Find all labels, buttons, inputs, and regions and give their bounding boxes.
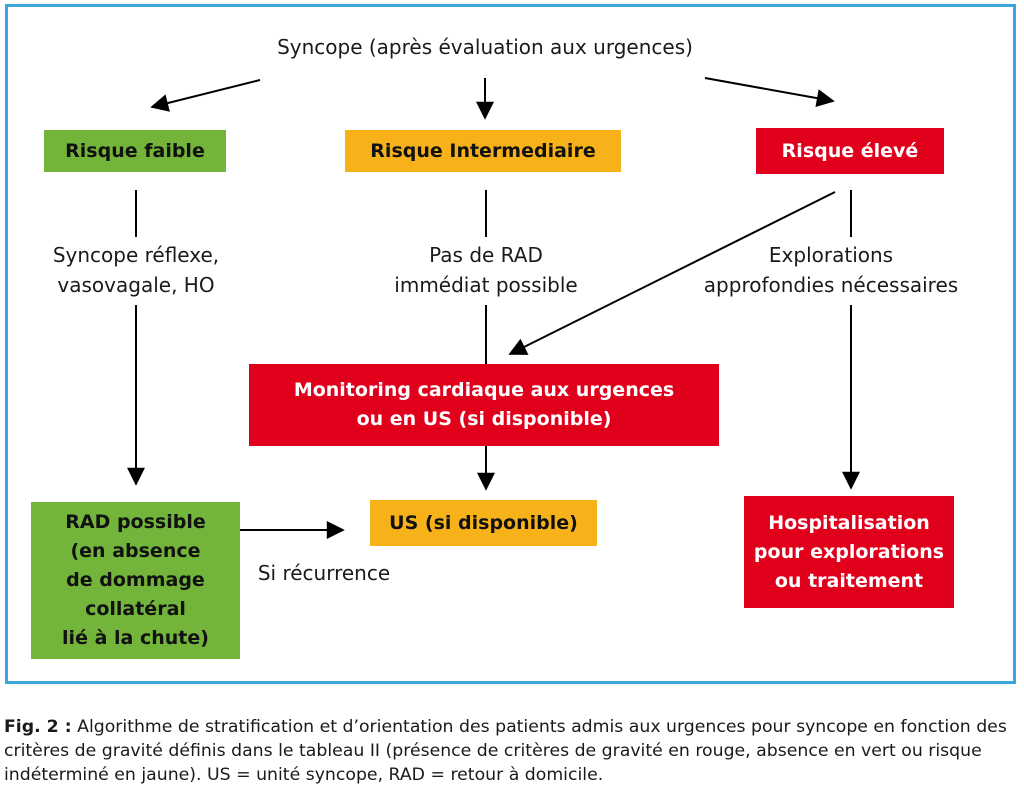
risk-high-box: Risque élevé	[756, 128, 944, 174]
diagram-title: Syncope (après évaluation aux urgences)	[277, 35, 693, 59]
label-high-explorations: Explorations approfondies nécessaires	[703, 243, 959, 297]
label-recurrence: Si récurrence	[257, 561, 391, 585]
us-box: US (si disponible)	[370, 500, 597, 546]
arrow-title-to-low	[150, 79, 261, 112]
figure-caption: Fig. 2 : Algorithme de stratification et…	[4, 715, 1022, 787]
risk-intermediate-box: Risque Intermediaire	[345, 130, 621, 172]
arrow-title-to-high	[704, 77, 835, 107]
monitoring-box: Monitoring cardiaque aux urgences ou en …	[249, 364, 719, 446]
diagram-frame	[5, 4, 1016, 684]
risk-low-box: Risque faible	[44, 130, 226, 172]
hospitalisation-box: Hospitalisation pour explorations ou tra…	[744, 496, 954, 608]
arrow-high-to-monitoring	[508, 191, 836, 355]
label-low-causes: Syncope réflexe, vasovagale, HO	[52, 243, 220, 297]
rad-possible-box: RAD possible (en absence de dommage coll…	[31, 502, 240, 659]
caption-text: Algorithme de stratification et d’orient…	[4, 717, 1007, 785]
label-intermediate-no-rad: Pas de RAD immédiat possible	[394, 243, 578, 297]
caption-label: Fig. 2 :	[4, 717, 72, 737]
